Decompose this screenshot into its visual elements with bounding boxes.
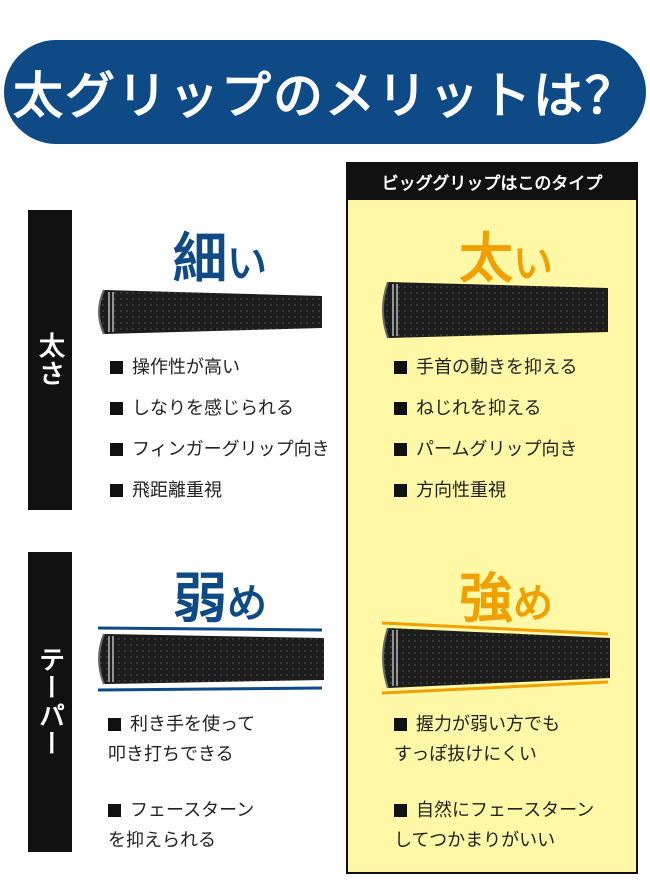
strong-taper-grip-image <box>381 621 610 695</box>
list-item: しなりを感じられる <box>110 397 330 421</box>
strong-taper-features: 握力が弱い方でもすっぽ抜けにくい 自然にフェースターンしてつかまりがいい <box>394 710 594 882</box>
heading-weak: 弱め <box>173 567 267 630</box>
weak-taper-features: 利き手を使って叩き打ちできる フェースターンを抑えられる <box>108 710 255 882</box>
list-item: 飛距離重視 <box>110 479 330 503</box>
thick-grip-image <box>382 281 608 339</box>
list-item: フェースターンを抑えられる <box>108 796 255 856</box>
thin-grip-image <box>98 289 322 335</box>
thin-features: 操作性が高い しなりを感じられる フィンガーグリップ向き 飛距離重視 <box>110 356 330 520</box>
row-label-taper: テーパー <box>28 552 72 852</box>
list-item: 利き手を使って叩き打ちできる <box>108 710 255 770</box>
list-item: ねじれを抑える <box>394 397 577 421</box>
list-item: フィンガーグリップ向き <box>110 438 330 462</box>
title-banner: 太グリップのメリットは？ <box>4 40 646 144</box>
page-title: 太グリップのメリットは？ <box>13 67 637 125</box>
weak-taper-grip-image <box>97 626 324 692</box>
list-item: 自然にフェースターンしてつかまりがいい <box>394 796 594 856</box>
heading-strong: 強め <box>459 567 553 630</box>
list-item: 方向性重視 <box>394 479 577 503</box>
list-item: 操作性が高い <box>110 356 330 380</box>
heading-thin: 細い <box>173 227 267 290</box>
list-item: 手首の動きを抑える <box>394 356 577 380</box>
heading-thick: 太い <box>459 227 553 290</box>
row-label-thickness: 太さ <box>28 210 72 510</box>
panel-header: ビッググリップはこのタイプ <box>346 162 638 200</box>
list-item: 握力が弱い方でもすっぽ抜けにくい <box>394 710 594 770</box>
thick-features: 手首の動きを抑える ねじれを抑える パームグリップ向き 方向性重視 <box>394 356 577 520</box>
list-item: パームグリップ向き <box>394 438 577 462</box>
